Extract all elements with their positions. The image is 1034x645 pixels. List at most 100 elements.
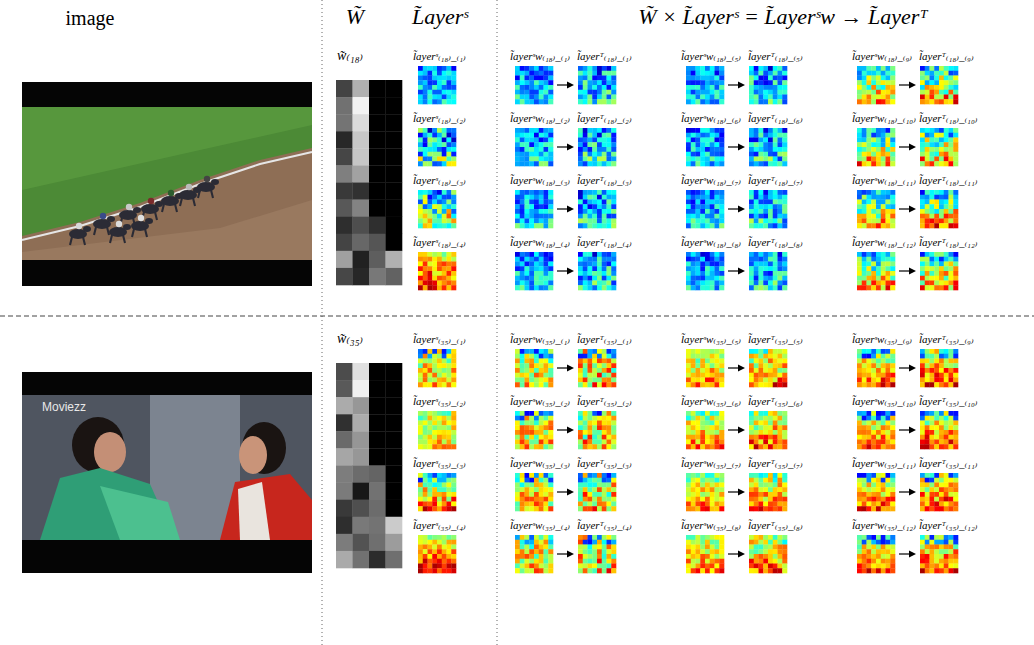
heatmap-cell (451, 90, 456, 95)
heatmap-cell (418, 281, 423, 286)
heatmap-cell (451, 281, 456, 286)
heatmap-cell (539, 281, 544, 286)
heatmap-cell (857, 262, 862, 267)
heatmap-cell (763, 285, 768, 290)
heatmap-cell (548, 161, 553, 166)
heatmap-cell (773, 99, 778, 104)
heatmap-cell (696, 142, 701, 147)
heatmap-cell (447, 195, 452, 200)
heatmap-cell (944, 99, 949, 104)
heatmap-cell (925, 190, 930, 195)
weight-cell (369, 397, 386, 414)
heatmap-cell (715, 223, 720, 228)
heatmap-cell (544, 252, 549, 257)
heatmap-cell (686, 66, 691, 71)
heatmap-cell (578, 80, 583, 85)
heatmap-cell (953, 209, 958, 214)
heatmap-cell (588, 76, 593, 81)
heatmap-cell (686, 195, 691, 200)
heatmap-cell (939, 223, 944, 228)
heatmap-cell (529, 76, 534, 81)
heatmap-cell (930, 147, 935, 152)
heatmap-cell (529, 152, 534, 157)
heatmap-cell (588, 85, 593, 90)
heatmap-cell (763, 223, 768, 228)
heatmap-cell (715, 257, 720, 262)
heatmap-cell (529, 214, 534, 219)
heatmap-cell (418, 271, 423, 276)
heatmap-cell (953, 281, 958, 286)
heatmap-tile (857, 128, 895, 166)
heatmap-cell (857, 128, 862, 133)
heatmap-cell (696, 157, 701, 162)
heatmap-cell (881, 285, 886, 290)
heatmap-cell (768, 152, 773, 157)
heatmap-cell (418, 152, 423, 157)
heatmap-cell (871, 195, 876, 200)
heatmap-cell (867, 152, 872, 157)
heatmap-cell (759, 85, 764, 90)
weight-cell (369, 131, 386, 148)
heatmap-cell (607, 266, 612, 271)
heatmap-cell (930, 76, 935, 81)
heatmap-cell (539, 138, 544, 143)
heatmap-cell (418, 219, 423, 224)
heatmap-cell (442, 80, 447, 85)
heatmap-cell (539, 157, 544, 162)
heatmap-cell (423, 223, 428, 228)
heatmap-cell (432, 147, 437, 152)
heatmap-cell (857, 195, 862, 200)
heatmap-cell (719, 252, 724, 257)
heatmap-cell (763, 257, 768, 262)
heatmap-cell (778, 266, 783, 271)
heatmap-cell (710, 190, 715, 195)
heatmap-cell (920, 90, 925, 95)
heatmap-cell (539, 161, 544, 166)
heatmap-cell (920, 214, 925, 219)
heatmap-cell (602, 80, 607, 85)
heatmap-cell (778, 85, 783, 90)
heatmap-cell (862, 195, 867, 200)
heatmap-cell (520, 281, 525, 286)
heatmap-cell (520, 257, 525, 262)
heatmap-cell (691, 285, 696, 290)
heatmap-cell (592, 285, 597, 290)
heatmap-cell (710, 142, 715, 147)
heatmap-cell (944, 133, 949, 138)
weight-cell (353, 517, 370, 534)
face (239, 436, 267, 474)
heatmap-cell (710, 71, 715, 76)
heatmap-cell (778, 147, 783, 152)
heatmap-cell (719, 133, 724, 138)
heatmap-cell (930, 66, 935, 71)
heatmap-cell (930, 190, 935, 195)
heatmap-cell (934, 157, 939, 162)
heatmap-cell (778, 204, 783, 209)
heatmap-cell (920, 281, 925, 286)
heatmap-cell (939, 200, 944, 205)
heatmap-cell (534, 161, 539, 166)
heatmap-cell (700, 252, 705, 257)
heatmap-cell (534, 90, 539, 95)
heatmap-cell (548, 262, 553, 267)
heatmap-cell (583, 133, 588, 138)
heatmap-cell (934, 95, 939, 100)
heatmap-cell (442, 99, 447, 104)
heatmap-cell (886, 138, 891, 143)
heatmap-cell (525, 252, 530, 257)
heatmap-cell (749, 223, 754, 228)
heatmap-cell (890, 219, 895, 224)
heatmap-cell (520, 85, 525, 90)
heatmap-cell (602, 147, 607, 152)
heatmap-cell (691, 157, 696, 162)
heatmap-cell (778, 152, 783, 157)
heatmap-cell (939, 138, 944, 143)
heatmap-cell (700, 276, 705, 281)
heatmap-cell (871, 271, 876, 276)
heatmap-cell (583, 200, 588, 205)
heatmap-cell (592, 99, 597, 104)
heatmap-cell (871, 66, 876, 71)
heatmap-cell (749, 266, 754, 271)
heatmap-cell (754, 99, 759, 104)
heatmap-cell (705, 90, 710, 95)
